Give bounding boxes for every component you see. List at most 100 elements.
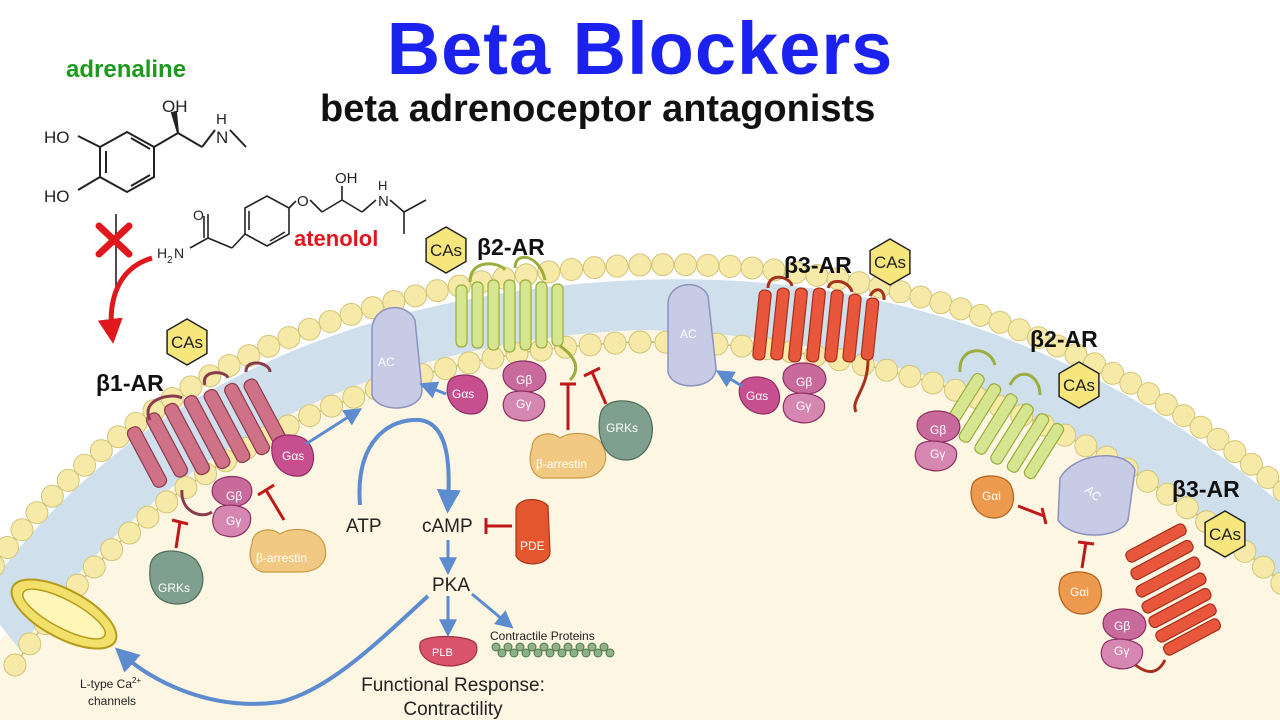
lipid-head (651, 253, 675, 277)
contractile-proteins-label: Contractile Proteins (490, 629, 595, 643)
barrestin-inhibit-1 (257, 483, 286, 521)
gb-label-5: Gβ (1114, 619, 1130, 633)
channel-label-line1: L-type Ca (80, 677, 133, 691)
grks-inhibit-1 (171, 518, 189, 549)
lipid-head (0, 556, 5, 576)
pde-inhibit (484, 518, 512, 534)
gas-protein-top: Gαs (446, 374, 489, 415)
camp-label: cAMP (422, 516, 473, 537)
lipid-head (1074, 434, 1098, 458)
lipid-head (875, 358, 899, 382)
ac-enzyme-3: AC (1057, 454, 1136, 536)
lipid-head (318, 310, 342, 334)
atom-h2n-h: H (157, 245, 167, 261)
gas-label-1: Gαs (282, 449, 304, 463)
atom-ho-1: HO (44, 128, 70, 147)
contractile-bead (587, 642, 597, 652)
gbg-protein-b3-right: Gβ Gγ (1100, 608, 1147, 670)
b3-receptor-right (1125, 523, 1222, 673)
atom-h: H (216, 111, 227, 128)
lipid-head (1251, 555, 1275, 579)
lipid-head (198, 364, 222, 388)
lipid-head (718, 254, 742, 278)
contractile-bead (503, 642, 513, 652)
lipid-head (1155, 482, 1179, 506)
atenolol-label: atenolol (294, 226, 379, 251)
atom-o-carbonyl: O (193, 207, 204, 223)
atom-n-atenolol: N (378, 193, 389, 210)
lipid-head (82, 555, 106, 579)
contractile-bead (563, 642, 573, 652)
atom-oh: OH (162, 97, 188, 116)
lipid-head (403, 284, 427, 308)
lipid-head (988, 310, 1012, 334)
barrestin-label-2: β-arrestin (536, 457, 587, 471)
contractile-bead (497, 648, 507, 658)
lipid-heads-outer (0, 253, 1280, 576)
b1-receptor (126, 361, 287, 517)
cas-badge-label: CAs (171, 333, 203, 352)
adrenaline-label: adrenaline (66, 56, 187, 83)
lipid-head (1101, 361, 1125, 385)
lipid-head (457, 351, 481, 375)
atenolol-structure (189, 186, 427, 249)
ac-enzyme-1: AC (371, 306, 423, 409)
lipid-head (898, 364, 922, 388)
lipid-head (40, 484, 64, 508)
lipid-head (968, 303, 992, 327)
lipid-head (89, 439, 113, 463)
lipid-head (1172, 404, 1196, 428)
gbg-protein-b2-right: Gβ Gγ (914, 410, 961, 472)
lipid-head (73, 453, 97, 477)
grks-inhibit-2 (583, 366, 608, 405)
atom-h2n-n: N (174, 245, 184, 261)
gy-label-3: Gγ (796, 399, 811, 413)
b1-ar-label: β1-AR (96, 370, 164, 396)
pka-label: PKA (432, 575, 471, 596)
atom-h2n-2: 2 (167, 255, 173, 266)
lipid-head (3, 653, 27, 677)
pde-label: PDE (520, 539, 545, 553)
lipid-head (118, 521, 142, 545)
l-type-calcium-channel (10, 578, 118, 650)
contractile-bead (551, 642, 561, 652)
lipid-head (320, 394, 344, 418)
lipid-head (257, 334, 281, 358)
lipid-head (18, 632, 42, 656)
ac-label-1: AC (378, 355, 395, 369)
gas-to-ac-arrow-3 (715, 370, 743, 388)
cas-badge-hexagon (425, 226, 467, 274)
lipid-head (740, 256, 764, 280)
gai-protein-b2-right: Gαi (970, 475, 1015, 519)
lipid-head (1189, 415, 1213, 439)
lipid-head (360, 296, 384, 320)
lipid-head (56, 468, 80, 492)
contractile-proteins-chain (491, 642, 615, 658)
lipid-head (342, 385, 366, 409)
cas-badge-label: CAs (874, 253, 906, 272)
lipid-head (155, 490, 179, 514)
barrestin-protein-top: β-arrestin (529, 432, 607, 479)
lipid-head (628, 253, 652, 277)
contractile-bead (509, 648, 519, 658)
lipid-head (0, 536, 19, 560)
lipid-head (949, 297, 973, 321)
gas-to-ac-arrow-1 (305, 408, 363, 446)
lipid-head (136, 505, 160, 529)
lipid-head (297, 317, 321, 341)
gb-label-1: Gβ (226, 489, 242, 503)
lipid-head (298, 404, 322, 428)
lipid-head (929, 291, 953, 315)
atom-h-atenolol: H (378, 178, 387, 193)
gbg-protein-b3: Gβ Gγ (782, 362, 827, 424)
gb-label-3: Gβ (796, 375, 812, 389)
b2-receptor-top (455, 255, 578, 382)
lipid-head (605, 254, 629, 278)
b2-ar-top-label: β2-AR (477, 234, 545, 260)
b3-receptor-top (752, 275, 886, 413)
lipid-head (1119, 371, 1143, 395)
barrestin-inhibit-2 (560, 382, 576, 430)
grks-protein-top: GRKs (598, 400, 653, 461)
lipid-head (1206, 427, 1230, 451)
